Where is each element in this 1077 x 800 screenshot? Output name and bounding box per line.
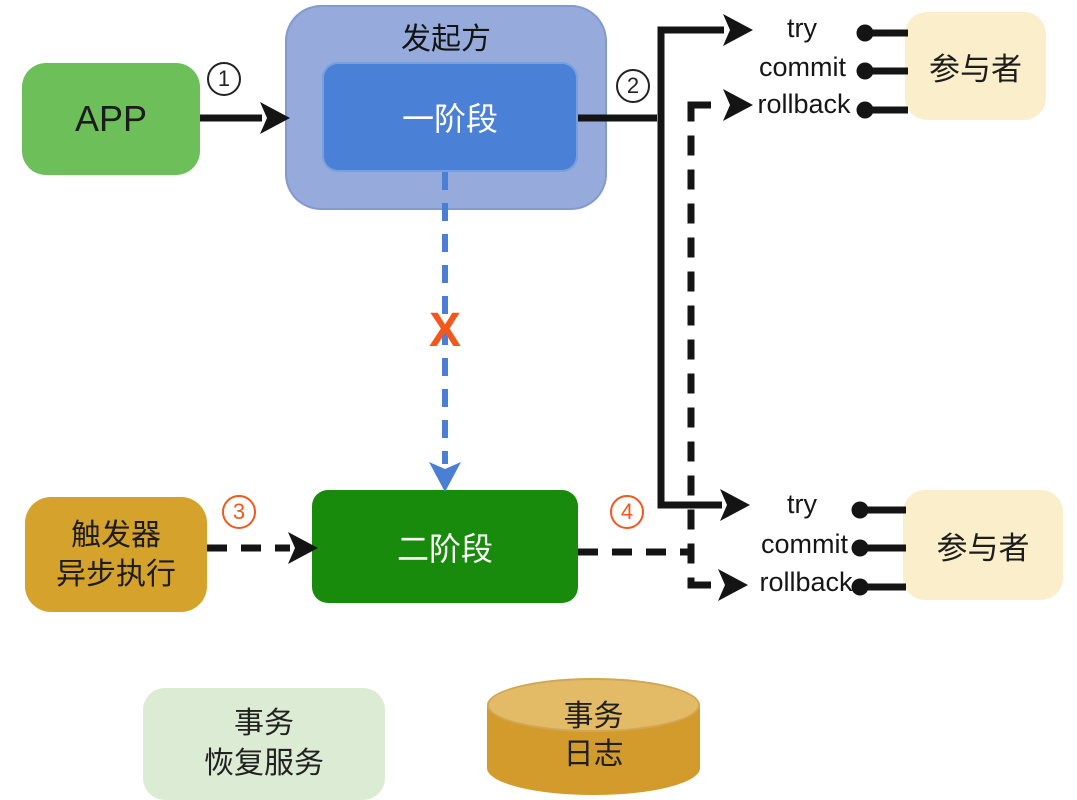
recovery-service-node: 事务 恢复服务 bbox=[143, 688, 385, 800]
recovery-line2: 恢复服务 bbox=[204, 747, 324, 780]
trigger-line2: 异步执行 bbox=[56, 557, 176, 591]
trigger-node: 触发器 异步执行 bbox=[25, 497, 207, 612]
op-rollback-bottom: rollback bbox=[759, 567, 853, 597]
participant-top-node: 参与者 bbox=[905, 12, 1046, 120]
op-rollback-top: rollback bbox=[757, 89, 851, 119]
participant-bottom-connectors bbox=[851, 501, 906, 596]
step-4-badge: 4 bbox=[610, 495, 644, 529]
step-2-number: 2 bbox=[626, 73, 640, 98]
step-4-number: 4 bbox=[620, 499, 634, 524]
log-cylinder-label: 事务 日志 bbox=[487, 698, 700, 774]
step-2-badge: 2 bbox=[616, 69, 650, 103]
failure-x-mark: X bbox=[428, 304, 461, 357]
dashed-arrow-rollback-path bbox=[687, 89, 753, 601]
app-node: APP bbox=[22, 63, 200, 175]
step-3-number: 3 bbox=[232, 499, 246, 524]
step-1-number: 1 bbox=[217, 66, 231, 91]
op-try-top: try bbox=[787, 13, 817, 43]
op-try-bottom: try bbox=[787, 489, 817, 519]
participant-bottom-node: 参与者 bbox=[903, 490, 1063, 600]
blue-dashed-arrow-phase1-to-phase2 bbox=[429, 172, 461, 492]
recovery-line1: 事务 bbox=[234, 707, 294, 740]
arrow-phase1-to-try bbox=[578, 14, 753, 521]
dashed-arrow-trigger-to-phase2 bbox=[207, 532, 318, 564]
op-commit-top: commit bbox=[759, 52, 846, 82]
phase-one-node: 一阶段 bbox=[322, 62, 578, 172]
participant-top-label: 参与者 bbox=[929, 51, 1022, 87]
trigger-line1: 触发器 bbox=[71, 518, 161, 552]
participant-bottom-label: 参与者 bbox=[936, 530, 1030, 566]
step-3-badge: 3 bbox=[222, 495, 256, 529]
participant-top-connectors bbox=[856, 24, 908, 119]
op-commit-bottom: commit bbox=[761, 529, 848, 559]
step-1-badge: 1 bbox=[207, 62, 241, 96]
log-line1: 事务 bbox=[563, 700, 624, 733]
app-label: APP bbox=[74, 98, 148, 139]
initiator-title: 发起方 bbox=[401, 23, 491, 56]
log-cylinder-top bbox=[487, 678, 700, 732]
arrow-app-to-initiator bbox=[200, 102, 290, 134]
phase-two-label: 二阶段 bbox=[396, 530, 493, 567]
phase-two-node: 二阶段 bbox=[312, 490, 578, 603]
log-line2: 日志 bbox=[563, 738, 624, 771]
phase-one-label: 一阶段 bbox=[401, 101, 498, 137]
